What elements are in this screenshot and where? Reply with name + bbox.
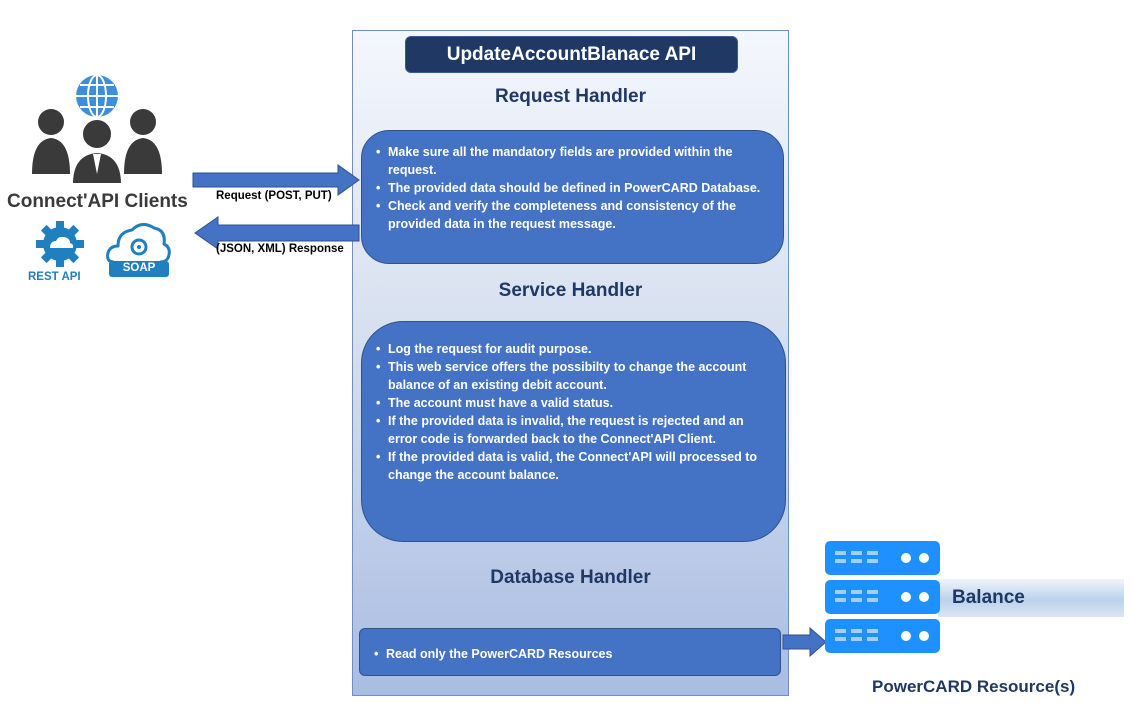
request-arrow [192, 164, 360, 196]
rest-api-label: REST API [28, 271, 81, 283]
service-handler-heading: Service Handler [498, 280, 643, 301]
response-arrow [194, 216, 360, 250]
list-item: The provided data should be defined in P… [376, 179, 765, 197]
clients-label: Connect'API Clients [7, 191, 188, 212]
response-arrow-label: (JSON, XML) Response [216, 243, 344, 255]
list-item: If the provided data is valid, the Conne… [376, 448, 765, 484]
request-arrow-label: Request (POST, PUT) [216, 190, 332, 202]
database-arrow [782, 627, 827, 657]
request-handler-heading: Request Handler [495, 86, 646, 107]
soap-icon [106, 223, 171, 277]
list-item: This web service offers the possibilty t… [376, 358, 765, 394]
resources-label: PowerCARD Resource(s) [872, 677, 1076, 696]
balance-label: Balance [952, 587, 1025, 608]
request-response-arrows [192, 164, 360, 250]
server-icon [825, 619, 940, 653]
list-item: If the provided data is invalid, the req… [376, 412, 765, 448]
globe-icon [76, 74, 118, 118]
balance-strip [938, 579, 1124, 617]
soap-label: SOAP [122, 262, 156, 274]
list-item: Make sure all the mandatory fields are p… [376, 143, 765, 179]
server-icon [825, 541, 940, 575]
rest-api-icon [36, 221, 84, 267]
list-item: Log the request for audit purpose. [376, 340, 765, 358]
list-item: Check and verify the completeness and co… [376, 197, 765, 233]
request-handler-box: Make sure all the mandatory fields are p… [361, 130, 784, 264]
users-icon [32, 109, 162, 184]
server-icon [825, 580, 940, 614]
clients-icon [32, 74, 162, 184]
service-handler-box: Log the request for audit purpose. This … [361, 321, 786, 542]
database-handler-heading: Database Handler [490, 567, 651, 588]
database-handler-box: Read only the PowerCARD Resources [359, 628, 781, 676]
list-item: The account must have a valid status. [376, 394, 765, 412]
list-item: Read only the PowerCARD Resources [374, 645, 770, 663]
api-title: UpdateAccountBlanace API [405, 36, 738, 73]
